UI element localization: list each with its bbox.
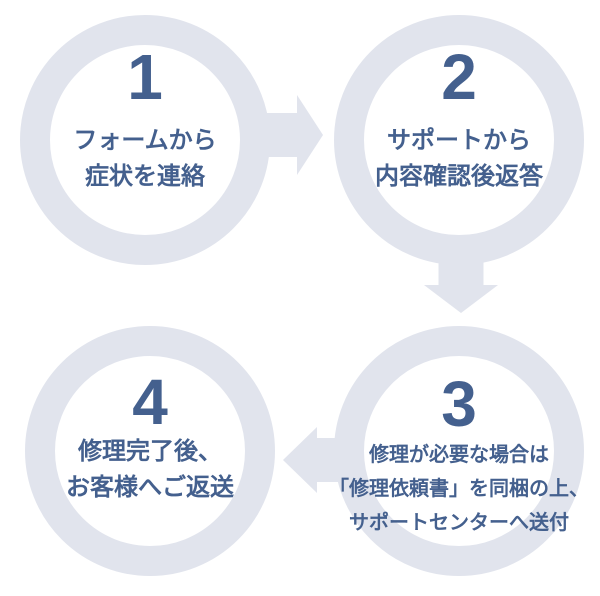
step-3-label-line-3: サポートセンターへ送付 xyxy=(349,512,569,534)
step-3-label-line-2: 「修理依頼書」を同梱の上、 xyxy=(329,478,589,500)
step-2-label-line-1: サポートから xyxy=(387,127,531,154)
step-1-label-line-2: 症状を連絡 xyxy=(85,163,205,190)
step-2-content: 2 サポートから 内容確認後返答 xyxy=(334,15,584,265)
step-3-content: 3 修理が必要な場合は 「修理依頼書」を同梱の上、 サポートセンターへ送付 xyxy=(329,326,589,576)
arrow-down-icon xyxy=(424,250,498,313)
step-1-content: 1 フォームから 症状を連絡 xyxy=(20,15,270,265)
arrow-left-icon xyxy=(283,427,345,493)
step-4-number: 4 xyxy=(132,366,168,438)
step-4-content: 4 修理完了後、 お客様へご返送 xyxy=(25,326,275,576)
step-3-number: 3 xyxy=(441,368,477,440)
step-1-number: 1 xyxy=(127,41,163,113)
step-2-number: 2 xyxy=(441,41,477,113)
step-4-label-line-1: 修理完了後、 xyxy=(78,438,222,465)
step-4-label-line-2: お客様へご返送 xyxy=(66,474,234,501)
step-3: 3 修理が必要な場合は 「修理依頼書」を同梱の上、 サポートセンターへ送付 xyxy=(329,326,589,576)
step-2-label-line-2: 内容確認後返答 xyxy=(375,163,543,190)
arrow-right-icon xyxy=(255,95,323,175)
step-3-label-line-1: 修理が必要な場合は xyxy=(369,444,549,466)
step-2: 2 サポートから 内容確認後返答 xyxy=(334,15,584,265)
step-1-label-line-1: フォームから xyxy=(73,127,217,154)
step-1: 1 フォームから 症状を連絡 xyxy=(20,15,270,265)
step-4: 4 修理完了後、 お客様へご返送 xyxy=(25,326,275,576)
